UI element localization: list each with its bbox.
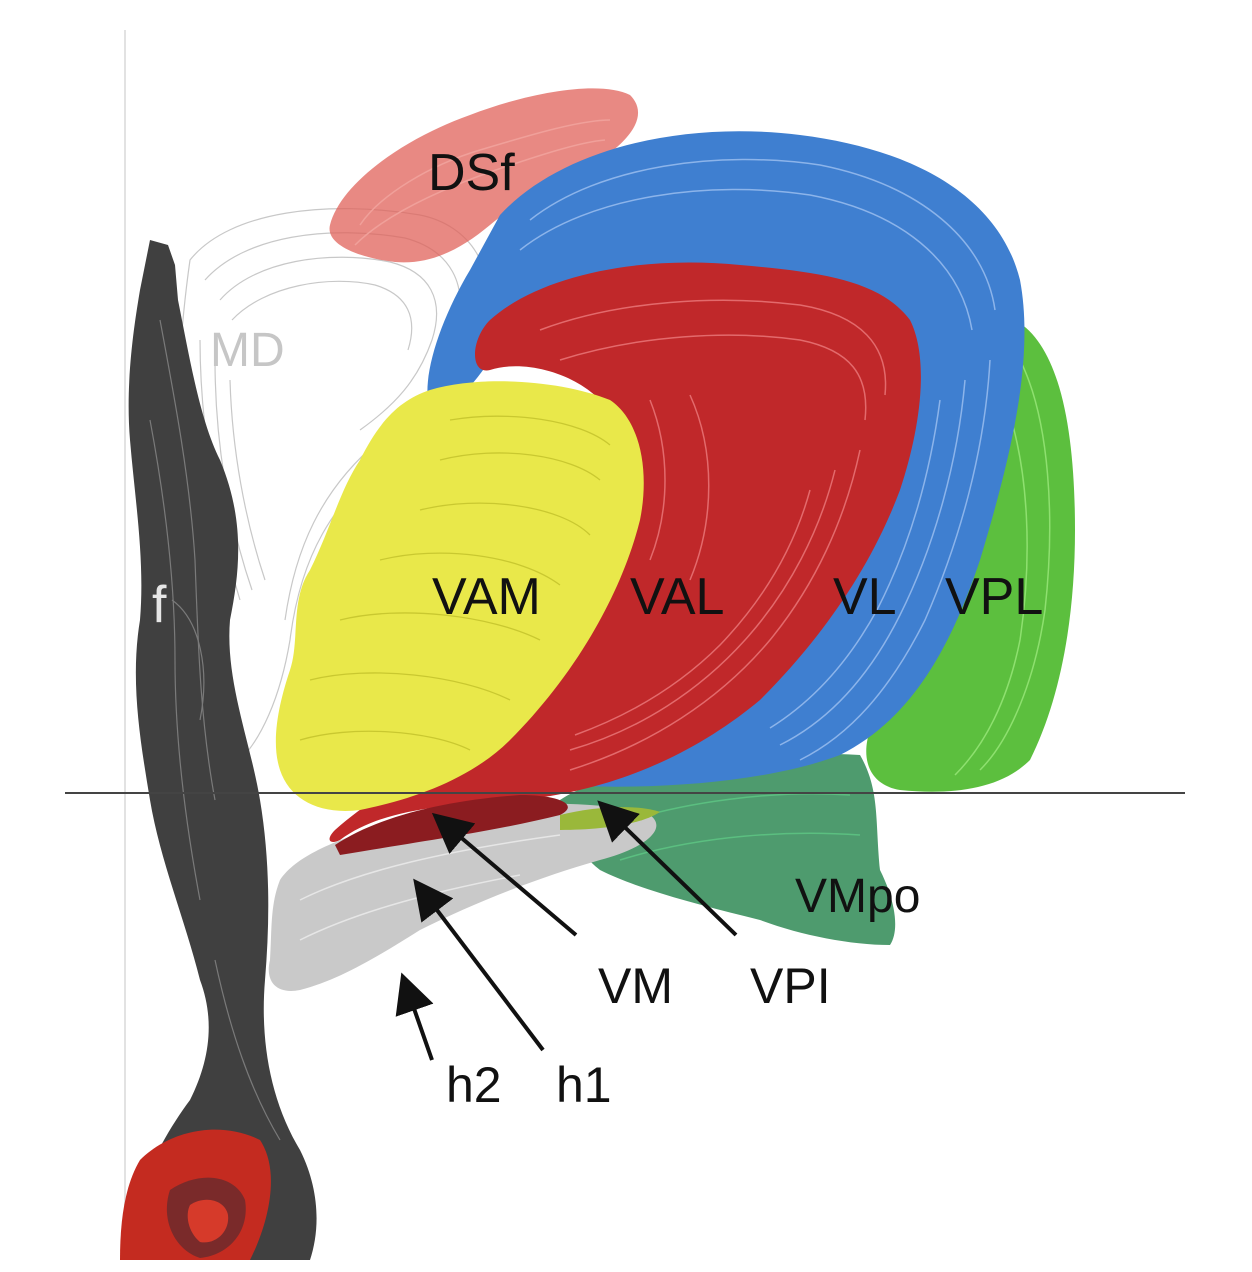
label-vmpo: VMpo — [795, 870, 920, 923]
pointer-arrows — [395, 800, 738, 1061]
arrow-h1 — [413, 878, 545, 1052]
arrow-h2 — [395, 972, 434, 1061]
label-f: f — [152, 576, 167, 634]
arrow-vpi — [597, 800, 738, 937]
label-vm: VM — [598, 958, 673, 1014]
label-vpi: VPI — [750, 958, 831, 1014]
label-h2: h2 — [446, 1057, 502, 1113]
region-labels: DSf MD f VAM VAL VL VPL VMpo VM VPI h2 h… — [152, 144, 1043, 1113]
vam-region — [275, 381, 644, 811]
label-vam: VAM — [432, 568, 541, 626]
fornix-region — [120, 240, 317, 1260]
label-vpl: VPL — [945, 568, 1043, 626]
dsf-region — [329, 88, 639, 263]
label-val: VAL — [630, 568, 724, 626]
label-h1: h1 — [556, 1057, 612, 1113]
label-md: MD — [210, 324, 285, 377]
arrow-vm — [431, 812, 578, 937]
label-dsf: DSf — [428, 144, 515, 202]
label-vl: VL — [833, 568, 897, 626]
